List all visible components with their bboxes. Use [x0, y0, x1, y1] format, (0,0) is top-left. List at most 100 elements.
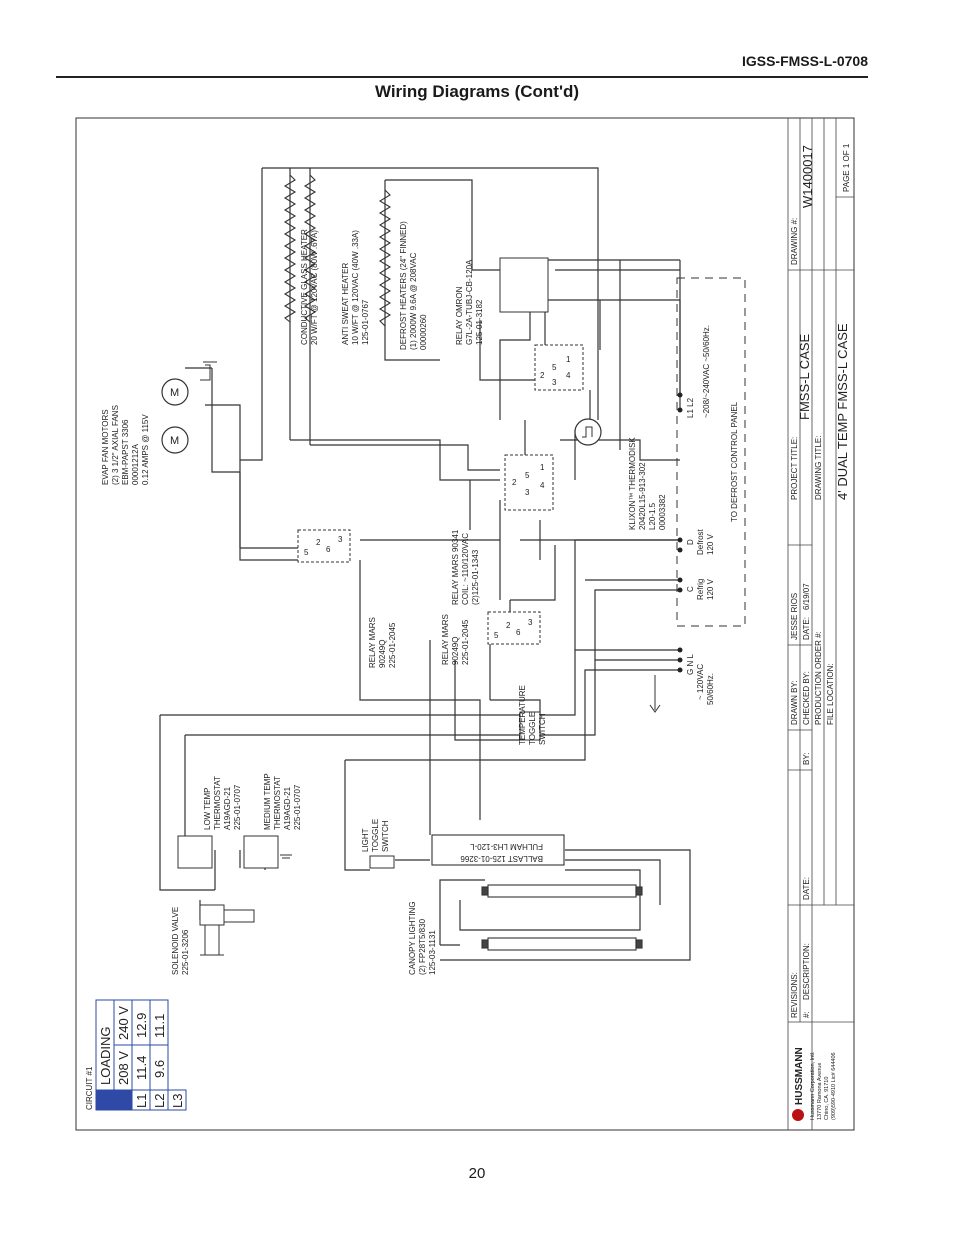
svg-text:225-01-2045: 225-01-2045 — [388, 622, 397, 668]
svg-text:KLIXON™ THERMODISK: KLIXON™ THERMODISK — [628, 437, 637, 530]
svg-text:CANOPY LIGHTING: CANOPY LIGHTING — [408, 901, 417, 975]
svg-text:HUSSMANN: HUSSMANN — [794, 1047, 805, 1105]
svg-text:120 V: 120 V — [706, 533, 715, 555]
svg-text:Defrost: Defrost — [696, 528, 705, 555]
svg-text:A19AGD-21: A19AGD-21 — [223, 786, 232, 830]
svg-text:11.4: 11.4 — [134, 1056, 149, 1080]
svg-text:20 W/FT @ 120VAC (80W .67A): 20 W/FT @ 120VAC (80W .67A) — [310, 230, 319, 345]
svg-text:D: D — [686, 539, 695, 545]
svg-text:LIGHT: LIGHT — [361, 828, 370, 852]
svg-text:~208/~240VAC ~50/60Hz.: ~208/~240VAC ~50/60Hz. — [702, 325, 711, 418]
fan-motor-1 — [161, 426, 189, 454]
svg-text:L1 L2: L1 L2 — [686, 397, 695, 418]
lamp-1 — [487, 884, 637, 898]
solenoid-valve — [199, 904, 255, 956]
drawing-frame — [75, 117, 855, 1131]
svg-text:DEFROST HEATERS (24" FINNED): DEFROST HEATERS (24" FINNED) — [399, 221, 408, 350]
svg-text:125-03-1131: 125-03-1131 — [428, 930, 437, 975]
circuit-label: CIRCUIT #1 — [85, 1066, 94, 1110]
svg-text:BY:: BY: — [802, 753, 811, 765]
canopy-lamps — [481, 884, 643, 951]
svg-text:9.6: 9.6 — [152, 1060, 167, 1078]
svg-text:2: 2 — [540, 371, 545, 380]
svg-text:225-01-2045: 225-01-2045 — [461, 619, 470, 665]
svg-text:(2) FP28T5/830: (2) FP28T5/830 — [418, 918, 427, 975]
svg-text:A19AGD-21: A19AGD-21 — [283, 786, 292, 830]
company-address: Hussmann Corporation, Intl. 13770 Ramona… — [810, 1051, 837, 1120]
svg-text:L2: L2 — [152, 1094, 167, 1108]
svg-text:208 V: 208 V — [116, 1051, 131, 1085]
relay-mars-90341-b — [534, 344, 584, 391]
svg-text:Refrig: Refrig — [696, 579, 705, 600]
svg-text:225-01-3206: 225-01-3206 — [181, 929, 190, 975]
svg-text:240 V: 240 V — [116, 1006, 131, 1040]
svg-text:6/19/07: 6/19/07 — [802, 583, 811, 610]
heater-coils — [283, 174, 392, 327]
hussmann-logo: HUSSMANN — [792, 1047, 805, 1121]
svg-text:JESSE RIOS: JESSE RIOS — [790, 593, 799, 640]
svg-text:DESCRIPTION:: DESCRIPTION: — [802, 943, 811, 1000]
svg-text:THERMOSTAT: THERMOSTAT — [273, 776, 282, 830]
svg-text:EBM-PAPST 3306: EBM-PAPST 3306 — [121, 419, 130, 485]
svg-text:REVISIONS:: REVISIONS: — [790, 972, 799, 1018]
svg-text:RELAY OMRON: RELAY OMRON — [455, 286, 464, 345]
svg-text:Chino, CA. 91710: Chino, CA. 91710 — [824, 1077, 830, 1120]
loading-title: LOADING — [98, 1026, 113, 1085]
svg-text:4: 4 — [566, 371, 571, 380]
svg-text:FILE LOCATION:: FILE LOCATION: — [826, 663, 835, 725]
svg-text:L1: L1 — [134, 1094, 149, 1108]
svg-text:SWITCH: SWITCH — [538, 713, 547, 745]
svg-text:0.12 AMPS @ 115V: 0.12 AMPS @ 115V — [141, 414, 150, 485]
klixon-thermodisk — [574, 418, 602, 446]
low-temp-thermostat — [177, 835, 213, 869]
svg-text:6: 6 — [516, 628, 521, 637]
svg-text:5: 5 — [525, 471, 530, 480]
svg-text:20420L15-913-302: 20420L15-913-302 — [638, 462, 647, 530]
svg-text:00001212A: 00001212A — [131, 443, 140, 485]
svg-text:2: 2 — [512, 478, 517, 487]
svg-text:(2)125-01-1343: (2)125-01-1343 — [471, 549, 480, 605]
svg-text:TOGGLE: TOGGLE — [528, 712, 537, 745]
svg-text:DATE:: DATE: — [802, 617, 811, 640]
svg-text:4: 4 — [540, 481, 545, 490]
svg-text:COIL: ~110/120VAC: COIL: ~110/120VAC — [461, 533, 470, 605]
temperature-toggle-switch — [519, 711, 541, 741]
title-block — [787, 118, 854, 1130]
svg-text:CHECKED BY:: CHECKED BY: — [802, 671, 811, 725]
svg-text:TO DEFROST CONTROL PANEL: TO DEFROST CONTROL PANEL — [730, 401, 739, 522]
ground-symbols — [200, 361, 661, 859]
svg-text:#:: #: — [802, 1011, 811, 1018]
svg-text:90249Q: 90249Q — [378, 640, 387, 668]
document-code: IGSS-FMSS-L-0708 — [741, 53, 868, 69]
defrost-control-panel — [676, 277, 746, 627]
svg-text:PRODUCTION ORDER #:: PRODUCTION ORDER #: — [814, 631, 823, 725]
svg-text:125-01-3182: 125-01-3182 — [475, 299, 484, 345]
ballast — [431, 834, 565, 866]
svg-text:SOLENOID VALVE: SOLENOID VALVE — [171, 907, 180, 975]
svg-text:00000260: 00000260 — [419, 314, 428, 350]
svg-text:4' DUAL TEMP FMSS-L CASE: 4' DUAL TEMP FMSS-L CASE — [835, 323, 850, 500]
svg-text:11.1: 11.1 — [152, 1014, 167, 1038]
svg-text:CONDUCTIVE GLASS HEATER: CONDUCTIVE GLASS HEATER — [300, 229, 309, 345]
svg-text:TOGGLE: TOGGLE — [371, 819, 380, 852]
svg-text:3: 3 — [528, 618, 533, 627]
svg-text:225-01-0707: 225-01-0707 — [293, 784, 302, 830]
svg-text:90249Q: 90249Q — [451, 637, 460, 665]
relay-omron — [499, 257, 549, 313]
svg-text:PAGE 1 OF 1: PAGE 1 OF 1 — [842, 143, 851, 192]
svg-text:50/60Hz.: 50/60Hz. — [706, 673, 715, 705]
svg-text:6: 6 — [326, 545, 331, 554]
svg-text:5: 5 — [494, 631, 499, 640]
wires — [159, 167, 691, 961]
svg-text:DRAWING #:: DRAWING #: — [790, 218, 799, 265]
svg-text:~ 120VAC: ~ 120VAC — [696, 664, 705, 700]
svg-text:5: 5 — [552, 363, 557, 372]
svg-text:THERMOSTAT: THERMOSTAT — [213, 776, 222, 830]
page-title: Wiring Diagrams (Cont'd) — [374, 82, 580, 101]
svg-text:DRAWN BY:: DRAWN BY: — [790, 680, 799, 725]
fan-motor-2 — [161, 378, 189, 406]
motor-label-2: M — [170, 387, 179, 399]
svg-text:12.9: 12.9 — [134, 1013, 149, 1038]
svg-text:5: 5 — [304, 548, 309, 557]
